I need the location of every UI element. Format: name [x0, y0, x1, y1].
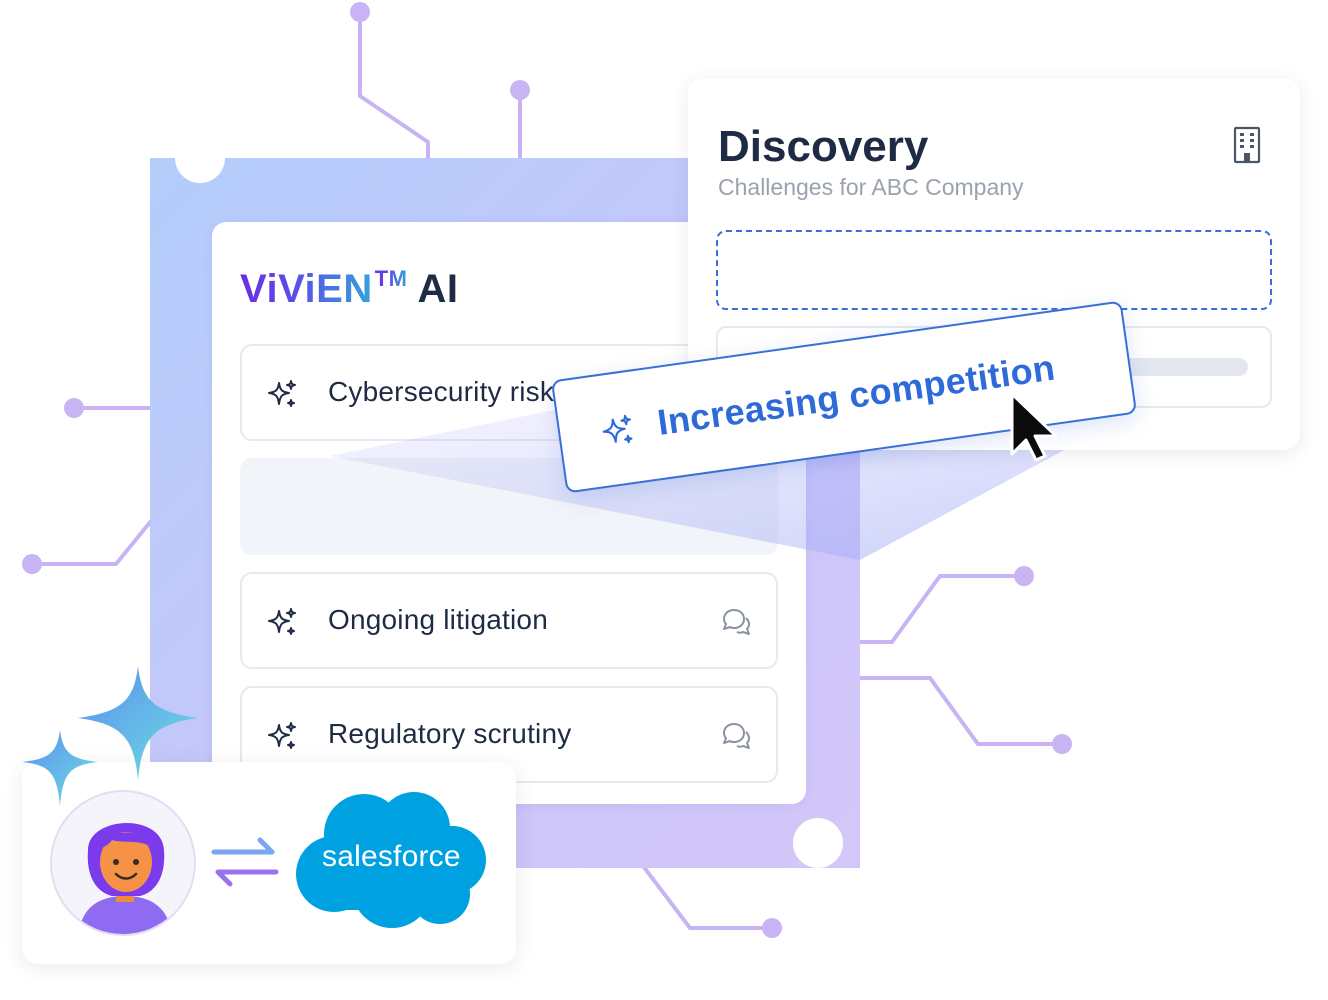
- sparkle-icon: [268, 722, 296, 749]
- chip-notch: [793, 818, 843, 868]
- list-item-litigation[interactable]: Ongoing litigation: [240, 572, 778, 669]
- item-label: Ongoing litigation: [328, 604, 548, 635]
- sparkle-icon: [268, 380, 296, 407]
- drop-zone[interactable]: [716, 230, 1272, 310]
- sparkle-icon: [268, 608, 296, 635]
- salesforce-wordmark: salesforce: [322, 840, 461, 873]
- mouse-cursor-icon: [1010, 392, 1058, 462]
- trademark-mark: TM: [374, 266, 408, 291]
- vivien-ai-title: ViViENTM AI: [240, 266, 458, 312]
- comments-icon[interactable]: [720, 720, 752, 752]
- sparkle-icon: [602, 414, 633, 444]
- user-avatar: [50, 790, 196, 936]
- person-illustration: [78, 822, 172, 934]
- chip-notch: [175, 133, 225, 183]
- salesforce-cloud-logo: [296, 792, 486, 928]
- vivien-brand: ViViEN: [240, 267, 373, 311]
- building-icon: [1233, 126, 1261, 164]
- salesforce-sync-panel: salesforce: [22, 762, 516, 964]
- dragged-item-label: Increasing competition: [654, 346, 1058, 443]
- item-label: Cybersecurity risks: [328, 376, 569, 407]
- sync-arrows-icon: [211, 837, 279, 887]
- ai-label: AI: [417, 267, 459, 311]
- sparkles-icon: [22, 666, 198, 806]
- discovery-subtitle: Challenges for ABC Company: [718, 174, 1024, 200]
- item-label: Regulatory scrutiny: [328, 718, 572, 749]
- discovery-title: Discovery: [718, 122, 929, 171]
- placeholder-bar: [1118, 358, 1248, 376]
- comments-icon[interactable]: [720, 606, 752, 638]
